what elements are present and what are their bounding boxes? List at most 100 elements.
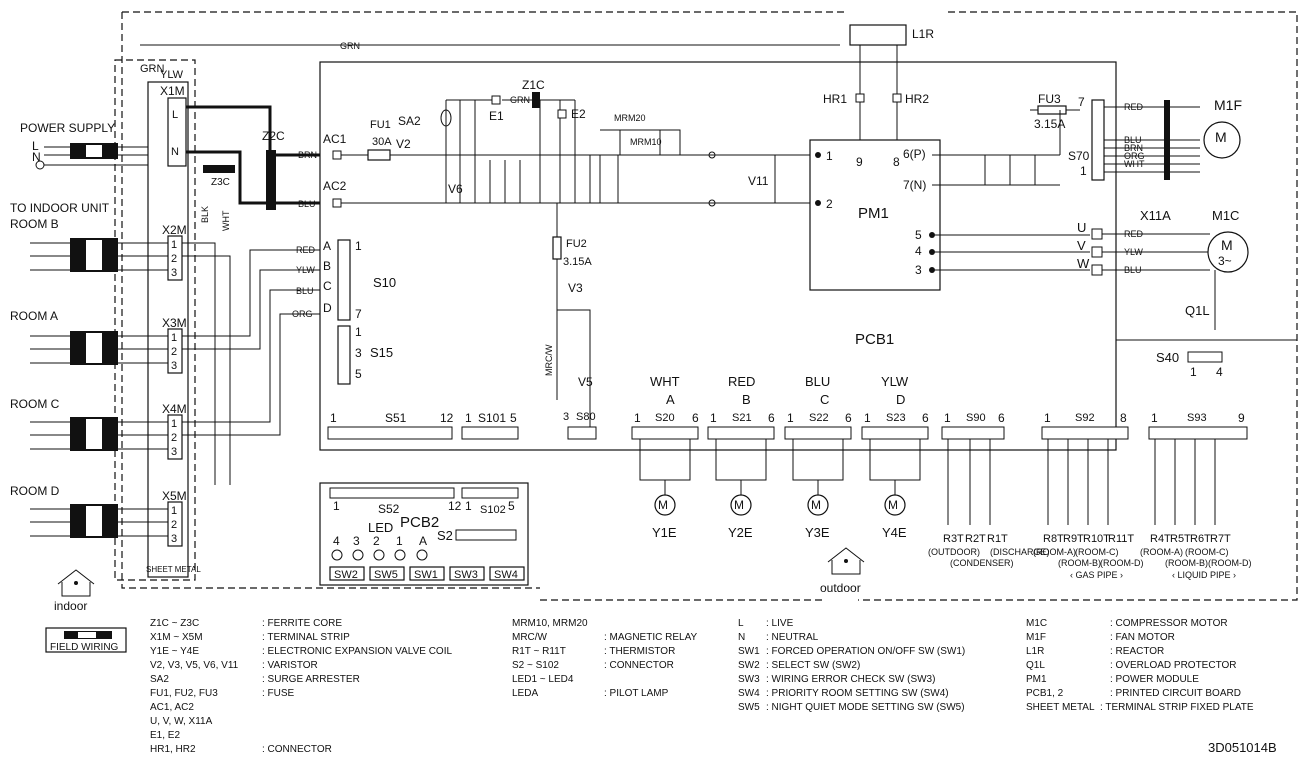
svg-text:2: 2 [171,519,177,531]
svg-text:L: L [738,618,744,629]
svg-text:2: 2 [171,346,177,358]
s15-label: S15 [370,345,393,360]
v-connector [1091,246,1103,258]
s70-connector [1091,99,1105,181]
r3t-label: R3T [943,533,964,545]
svg-text:: FAN MOTOR: : FAN MOTOR [1110,632,1175,643]
svg-text:(ROOM-B): (ROOM-B) [1058,558,1101,568]
fu1-rating: 30A [372,136,392,148]
svg-text:: POWER MODULE: : POWER MODULE [1110,674,1199,685]
svg-text:2: 2 [171,253,177,265]
v-label: V [1077,238,1086,253]
ac1-connector [332,150,342,160]
s10-blu: BLU [296,286,314,296]
s15-connector [337,325,351,385]
m1c-ylw: YLW [1124,247,1143,257]
grn-label: GRN [140,63,165,75]
svg-text:1: 1 [1044,411,1051,425]
svg-text:PCB1, 2: PCB1, 2 [1026,688,1064,699]
r10t-label: R10T [1083,533,1110,545]
to-indoor-label: TO INDOOR UNIT [10,201,110,215]
ac2-label: AC2 [323,179,347,193]
fu1-fuse [367,149,391,161]
svg-text:A: A [419,534,427,548]
svg-text:: WIRING ERROR CHECK SW (SW3): : WIRING ERROR CHECK SW (SW3) [766,674,935,685]
m1f-core [1164,100,1170,180]
svg-text:(ROOM-D): (ROOM-D) [1208,558,1252,568]
m1f-brn: BRN [1124,143,1143,153]
indoor-label: indoor [54,599,87,613]
svg-text:4: 4 [1216,365,1223,379]
svg-text:3: 3 [171,267,177,279]
hr1-connector [855,93,865,103]
room-wire-bundles [30,238,168,538]
svg-text:: PRIORITY ROOM SETTING SW (SW: : PRIORITY ROOM SETTING SW (SW4) [766,688,949,699]
svg-text:1: 1 [333,499,340,513]
svg-text:1: 1 [634,411,641,425]
s20-label: S20 [655,412,675,424]
svg-text:S2 ~ S102: S2 ~ S102 [512,660,559,671]
svg-text:1: 1 [1151,411,1158,425]
sw1-switch [409,566,445,581]
sw1-label: SW1 [414,569,438,581]
svg-text:5: 5 [510,411,517,425]
svg-text:2: 2 [373,534,380,548]
v11-label: V11 [748,174,769,188]
m1f-blu: BLU [1124,135,1142,145]
svg-text:(ROOM-A): (ROOM-A) [1140,547,1183,557]
svg-text:: FERRITE CORE: : FERRITE CORE [262,618,342,629]
svg-text:A: A [323,239,331,253]
field-wiring-legend: FIELD WIRING [45,627,127,653]
x2m-strip [167,235,183,281]
col-b: B [742,392,751,407]
svg-text:6: 6 [768,411,775,425]
led4-lamp-icon [331,549,343,561]
svg-text:PM1: PM1 [1026,674,1047,685]
s101-connector [461,426,519,440]
svg-text:1: 1 [355,325,362,339]
svg-text:MRM10, MRM20: MRM10, MRM20 [512,618,588,629]
fu2-fuse [552,236,562,260]
svg-text:E1, E2: E1, E2 [150,730,180,741]
y1e-label: Y1E [652,525,677,540]
s102-connector [461,487,519,499]
z1c-core [532,92,540,108]
s51-connector [327,426,453,440]
wht-wire-label: WHT [221,210,231,231]
u-connector [1091,228,1103,240]
outer-boundary [121,11,1298,601]
r2t-label: R2T [965,533,986,545]
field-wiring-label: FIELD WIRING [50,642,119,653]
r5t-label: R5T [1170,533,1191,545]
s93-connector [1148,426,1248,440]
svg-text:1: 1 [826,149,833,163]
y3e-label: Y3E [805,525,830,540]
svg-text:R1T ~ R11T: R1T ~ R11T [512,646,566,657]
s21-connector [707,426,775,440]
s23-connector [861,426,929,440]
v3-label: V3 [568,281,583,295]
s90-connector [941,426,1005,440]
svg-text:2: 2 [826,197,833,211]
svg-text:LEDA: LEDA [512,688,538,699]
fu2-rating: 3.15A [563,256,592,268]
s80-connector [567,426,597,440]
x4m-strip [167,414,183,460]
svg-text:M: M [888,498,898,512]
svg-text:X1M ~ X5M: X1M ~ X5M [150,632,203,643]
s10-label: S10 [373,275,396,290]
svg-text:AC1, AC2: AC1, AC2 [150,702,194,713]
bottom-connectors: 1 S51 12 1 S101 5 WHT A RED B BLU C YLW … [327,374,1248,440]
svg-text:: OVERLOAD PROTECTOR: : OVERLOAD PROTECTOR [1110,660,1237,671]
sw3-label: SW3 [454,569,478,581]
svg-text:6: 6 [692,411,699,425]
gas-pipe-label: ‹ GAS PIPE › [1070,570,1123,580]
brn-label: BRN [298,150,317,160]
svg-text:: NIGHT QUIET MODE SETTING SW: : NIGHT QUIET MODE SETTING SW (SW5) [766,702,965,713]
e1-connector [491,95,501,105]
x3m-strip [167,328,183,374]
svg-text:6: 6 [845,411,852,425]
svg-text:: VARISTOR: : VARISTOR [262,660,318,671]
